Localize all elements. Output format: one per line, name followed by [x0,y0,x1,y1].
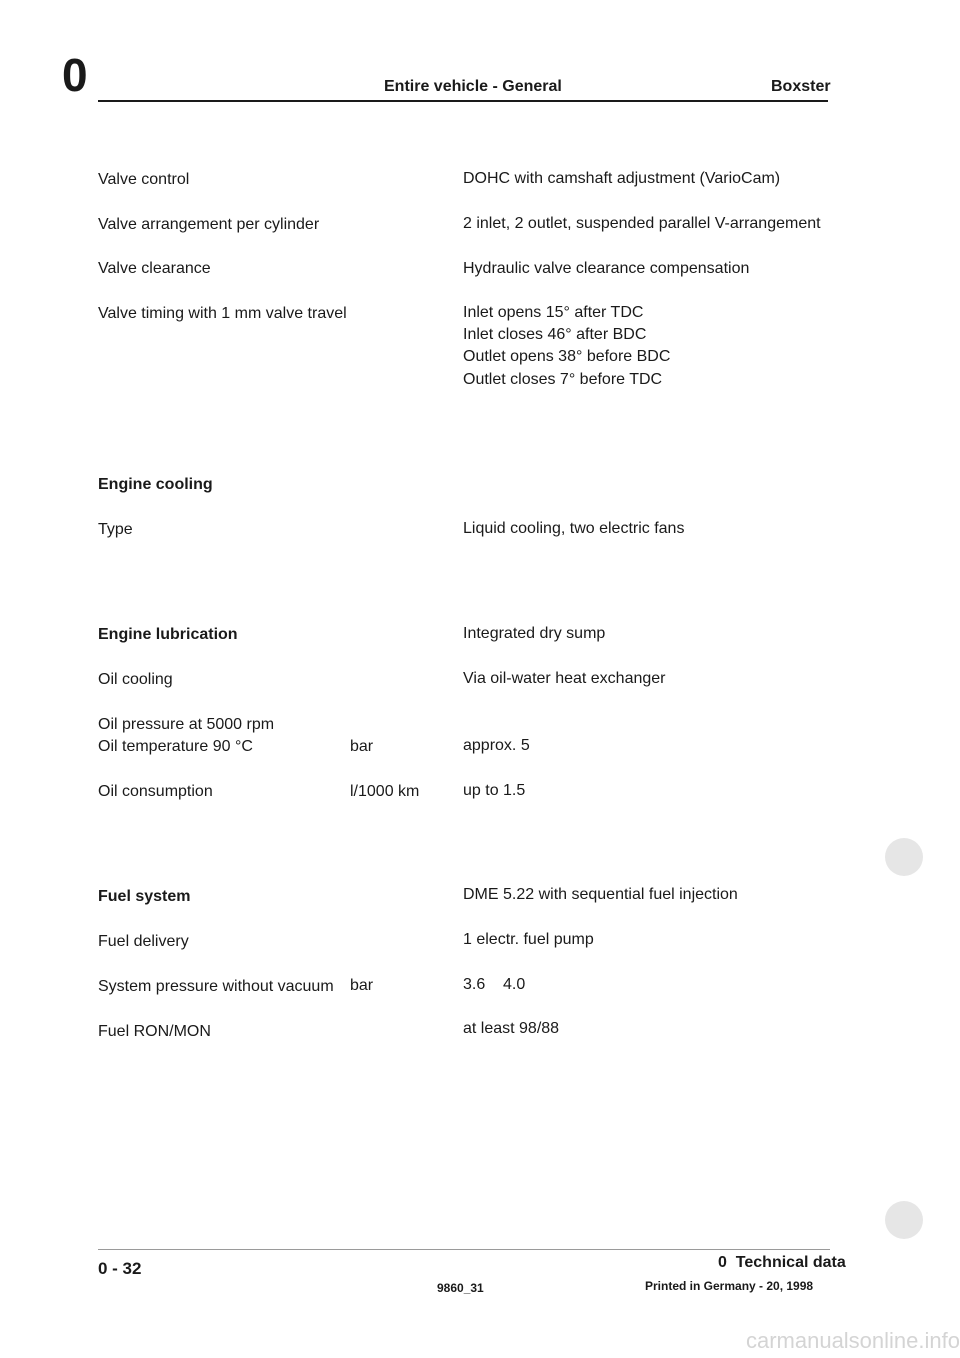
cooling-type-value: Liquid cooling, two electric fans [463,520,685,537]
print-note: Printed in Germany - 20, 1998 [645,1279,814,1293]
valve-arrangement-label: Valve arrangement per cylinder [98,216,320,233]
oil-consumption-unit: l/1000 km [350,783,420,800]
footer-section: 0 Technical data [718,1254,846,1271]
page-number: 0 - 32 [98,1259,142,1278]
oil-cooling-value: Via oil-water heat exchanger [463,670,666,687]
fuel-system-heading: Fuel system [98,888,191,905]
fuel-ron-value: at least 98/88 [463,1020,560,1037]
system-pressure-unit: bar [350,977,374,994]
valve-control-value: DOHC with camshaft adjustment (VarioCam) [463,170,781,187]
valve-arrangement-value: 2 inlet, 2 outlet, suspended parallel V-… [463,215,821,232]
oil-pressure-label: Oil pressure at 5000 rpm [98,716,275,733]
engine-lubrication-value: Integrated dry sump [463,625,606,642]
watermark: carmanualsonline.info [745,1328,960,1353]
oil-cooling-label: Oil cooling [98,671,173,688]
header-model: Boxster [771,78,831,95]
valve-timing-value-4: Outlet closes 7° before TDC [463,371,663,388]
punch-hole [885,838,923,876]
system-pressure-value: 3.6 4.0 [463,976,526,993]
footer-rule [98,1249,830,1250]
valve-clearance-label: Valve clearance [98,260,211,277]
header-title: Entire vehicle - General [384,78,562,95]
fuel-delivery-value: 1 electr. fuel pump [463,931,594,948]
valve-clearance-value: Hydraulic valve clearance compensation [463,260,750,277]
system-pressure-label: System pressure without vacuum [98,978,334,995]
document-code: 9860_31 [437,1281,484,1295]
cooling-type-label: Type [98,521,133,538]
valve-timing-value-1: Inlet opens 15° after TDC [463,304,644,321]
engine-lubrication-heading: Engine lubrication [98,626,238,643]
oil-pressure-value: approx. 5 [463,737,530,754]
fuel-delivery-label: Fuel delivery [98,933,189,950]
engine-cooling-heading: Engine cooling [98,476,213,493]
header-rule [98,100,828,102]
oil-temperature-label: Oil temperature 90 °C [98,738,253,755]
fuel-system-value: DME 5.22 with sequential fuel injection [463,886,738,903]
valve-timing-label: Valve timing with 1 mm valve travel [98,305,347,322]
valve-timing-value-3: Outlet opens 38° before BDC [463,348,671,365]
valve-control-label: Valve control [98,171,190,188]
oil-pressure-unit: bar [350,738,374,755]
oil-consumption-value: up to 1.5 [463,782,526,799]
oil-consumption-label: Oil consumption [98,783,213,800]
valve-timing-value-2: Inlet closes 46° after BDC [463,326,647,343]
chapter-number: 0 [62,49,88,101]
fuel-ron-label: Fuel RON/MON [98,1023,211,1040]
punch-hole [885,1201,923,1239]
